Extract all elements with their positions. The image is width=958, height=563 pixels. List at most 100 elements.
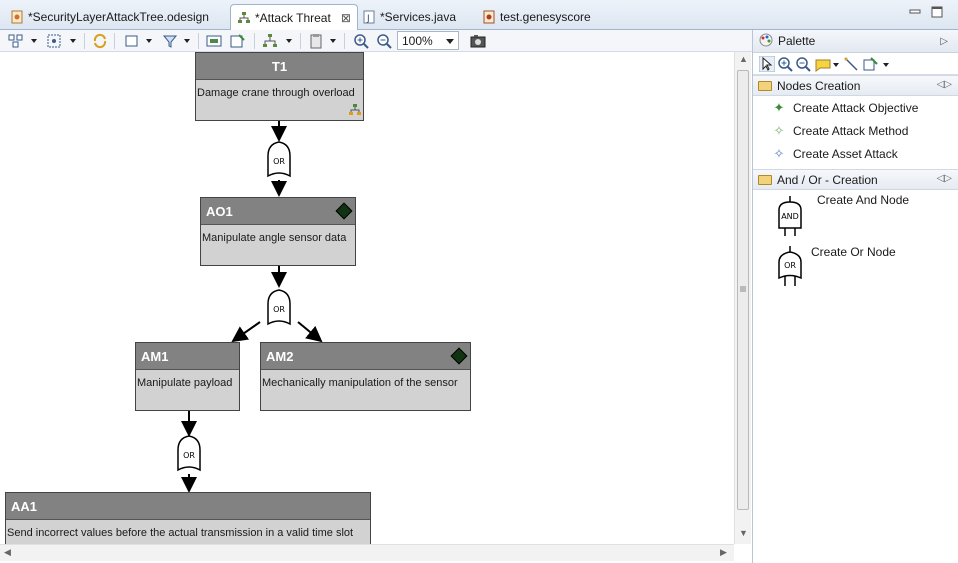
maximize-icon[interactable] xyxy=(930,6,944,18)
note-tool-icon[interactable] xyxy=(815,56,831,75)
scroll-up-icon[interactable]: ▲ xyxy=(739,54,748,64)
attack-objective-node-ao1[interactable]: AO1 Manipulate angle sensor data xyxy=(200,197,356,266)
camera-icon[interactable] xyxy=(470,33,486,49)
zoom-in-tool-icon[interactable] xyxy=(777,56,793,75)
gate-label: OR xyxy=(273,157,285,166)
tab-attack-threat[interactable]: *Attack Threat ⊠ xyxy=(230,4,358,31)
palette-item-create-attack-method[interactable]: ✧ Create Attack Method xyxy=(753,119,958,142)
tab-services-java[interactable]: J *Services.java xyxy=(356,4,462,30)
refresh-icon[interactable] xyxy=(92,33,108,49)
pin-elements-icon[interactable] xyxy=(230,33,246,49)
toolbar-separator xyxy=(254,33,255,49)
or-gate-3[interactable]: OR xyxy=(177,435,201,472)
dropdown-arrow-icon[interactable] xyxy=(146,39,152,43)
palette-title: Palette xyxy=(778,34,816,48)
node-text: Manipulate angle sensor data xyxy=(202,232,347,244)
node-title: AO1 xyxy=(206,204,233,219)
dropdown-arrow-icon[interactable] xyxy=(70,39,76,43)
zoom-out-icon[interactable] xyxy=(376,33,392,49)
select-tool-icon[interactable] xyxy=(758,55,776,75)
tab-genesyscore[interactable]: test.genesyscore xyxy=(476,4,597,30)
toolbar-separator xyxy=(84,33,85,49)
asset-attack-node-aa1[interactable]: AA1 Send incorrect values before the act… xyxy=(5,492,371,544)
layer-icon[interactable] xyxy=(124,33,140,49)
minimize-icon[interactable] xyxy=(908,6,922,18)
attack-method-node-am1[interactable]: AM1 Manipulate payload xyxy=(135,342,240,411)
tab-label: *Services.java xyxy=(380,10,457,24)
or-gate-1[interactable]: OR xyxy=(267,141,291,178)
attack-method-icon: ✧ xyxy=(773,122,785,138)
clipboard-icon[interactable] xyxy=(308,33,324,49)
asset-attack-icon: ✧ xyxy=(773,145,785,161)
drawer-label: Nodes Creation xyxy=(777,78,861,93)
diagram-toolbar: 100% xyxy=(0,30,752,52)
svg-text:J: J xyxy=(366,14,370,24)
drawer-label: And / Or - Creation xyxy=(777,172,878,187)
drawer-collapse-icon[interactable]: ◁▷ xyxy=(936,79,952,90)
or-gate-2[interactable]: OR xyxy=(267,289,291,326)
scroll-right-icon[interactable]: ▶ xyxy=(720,547,727,557)
toolbar-separator xyxy=(344,33,345,49)
scroll-down-icon[interactable]: ▼ xyxy=(739,528,748,538)
zoom-level-combo[interactable]: 100% xyxy=(397,31,459,50)
zoom-in-icon[interactable] xyxy=(353,33,369,49)
tree-layout-icon[interactable] xyxy=(262,33,278,49)
tab-label: *SecurityLayerAttackTree.odesign xyxy=(28,10,209,24)
filter-icon[interactable] xyxy=(162,33,178,49)
horizontal-scrollbar[interactable]: ◀ ▶ xyxy=(0,544,734,561)
dropdown-arrow-icon[interactable] xyxy=(184,39,190,43)
attack-method-node-am2[interactable]: AM2 Mechanically manipulation of the sen… xyxy=(260,342,471,411)
folder-open-icon xyxy=(758,174,772,185)
palette-panel: Palette ▷ Nodes Creation ◁▷ ✦ Create Att… xyxy=(752,30,958,563)
node-title: AM1 xyxy=(136,343,239,370)
gate-label: OR xyxy=(273,305,285,314)
toolbar-separator xyxy=(198,33,199,49)
palette-item-create-attack-objective[interactable]: ✦ Create Attack Objective xyxy=(753,96,958,119)
zoom-level-value: 100% xyxy=(402,34,433,48)
subtree-icon[interactable] xyxy=(349,104,361,119)
node-title: T1 xyxy=(196,53,363,80)
collapse-palette-icon[interactable]: ▷ xyxy=(940,36,948,47)
vertical-scroll-thumb[interactable] xyxy=(737,70,749,510)
drawer-collapse-icon[interactable]: ◁▷ xyxy=(936,173,952,184)
diagram-icon xyxy=(237,11,251,25)
show-hide-icon[interactable] xyxy=(206,33,222,49)
node-text: Manipulate payload xyxy=(137,377,233,389)
zoom-out-tool-icon[interactable] xyxy=(795,56,811,75)
palette-tools-row xyxy=(753,53,958,75)
node-title: AA1 xyxy=(6,493,370,520)
toolbar-separator xyxy=(300,33,301,49)
diagram-canvas[interactable]: OR OR OR T1 Damage crane through overloa… xyxy=(0,52,734,544)
palette-item-create-or-node[interactable]: OR Create Or Node xyxy=(753,242,958,294)
drawer-nodes-creation[interactable]: Nodes Creation ◁▷ xyxy=(753,75,958,96)
scroll-left-icon[interactable]: ◀ xyxy=(4,547,11,557)
close-icon[interactable]: ⊠ xyxy=(340,11,351,25)
arrange-all-icon[interactable] xyxy=(46,33,62,49)
palette-item-create-asset-attack[interactable]: ✧ Create Asset Attack xyxy=(753,142,958,165)
dropdown-arrow-icon[interactable] xyxy=(883,63,889,67)
threat-node-t1[interactable]: T1 Damage crane through overload xyxy=(195,52,364,121)
gate-label: AND xyxy=(781,212,799,221)
palette-header: Palette ▷ xyxy=(753,30,958,53)
palette-item-label: Create And Node xyxy=(817,193,910,207)
connection-tool-icon[interactable] xyxy=(843,56,859,75)
dropdown-arrow-icon[interactable] xyxy=(31,39,37,43)
tab-odesign[interactable]: *SecurityLayerAttackTree.odesign xyxy=(4,4,215,30)
vertical-scrollbar[interactable]: ▲ ▼ xyxy=(734,52,751,544)
pin-tool-icon[interactable] xyxy=(863,56,879,75)
gate-label: OR xyxy=(784,261,796,270)
edge-gate-am2 xyxy=(297,321,323,343)
chevron-down-icon[interactable] xyxy=(446,39,454,44)
palette-item-create-and-node[interactable]: AND Create And Node xyxy=(753,190,958,242)
and-gate-icon: AND xyxy=(778,196,802,236)
select-all-icon[interactable] xyxy=(8,33,24,49)
dropdown-arrow-icon[interactable] xyxy=(286,39,292,43)
dropdown-arrow-icon[interactable] xyxy=(330,39,336,43)
drawer-and-or-creation[interactable]: And / Or - Creation ◁▷ xyxy=(753,169,958,190)
genesys-file-icon xyxy=(482,10,496,24)
connections-layer: OR OR OR xyxy=(177,121,323,493)
edge-gate-am1 xyxy=(231,321,261,343)
dropdown-arrow-icon[interactable] xyxy=(833,63,839,67)
diamond-icon xyxy=(450,347,468,365)
node-header: AO1 xyxy=(201,198,355,225)
